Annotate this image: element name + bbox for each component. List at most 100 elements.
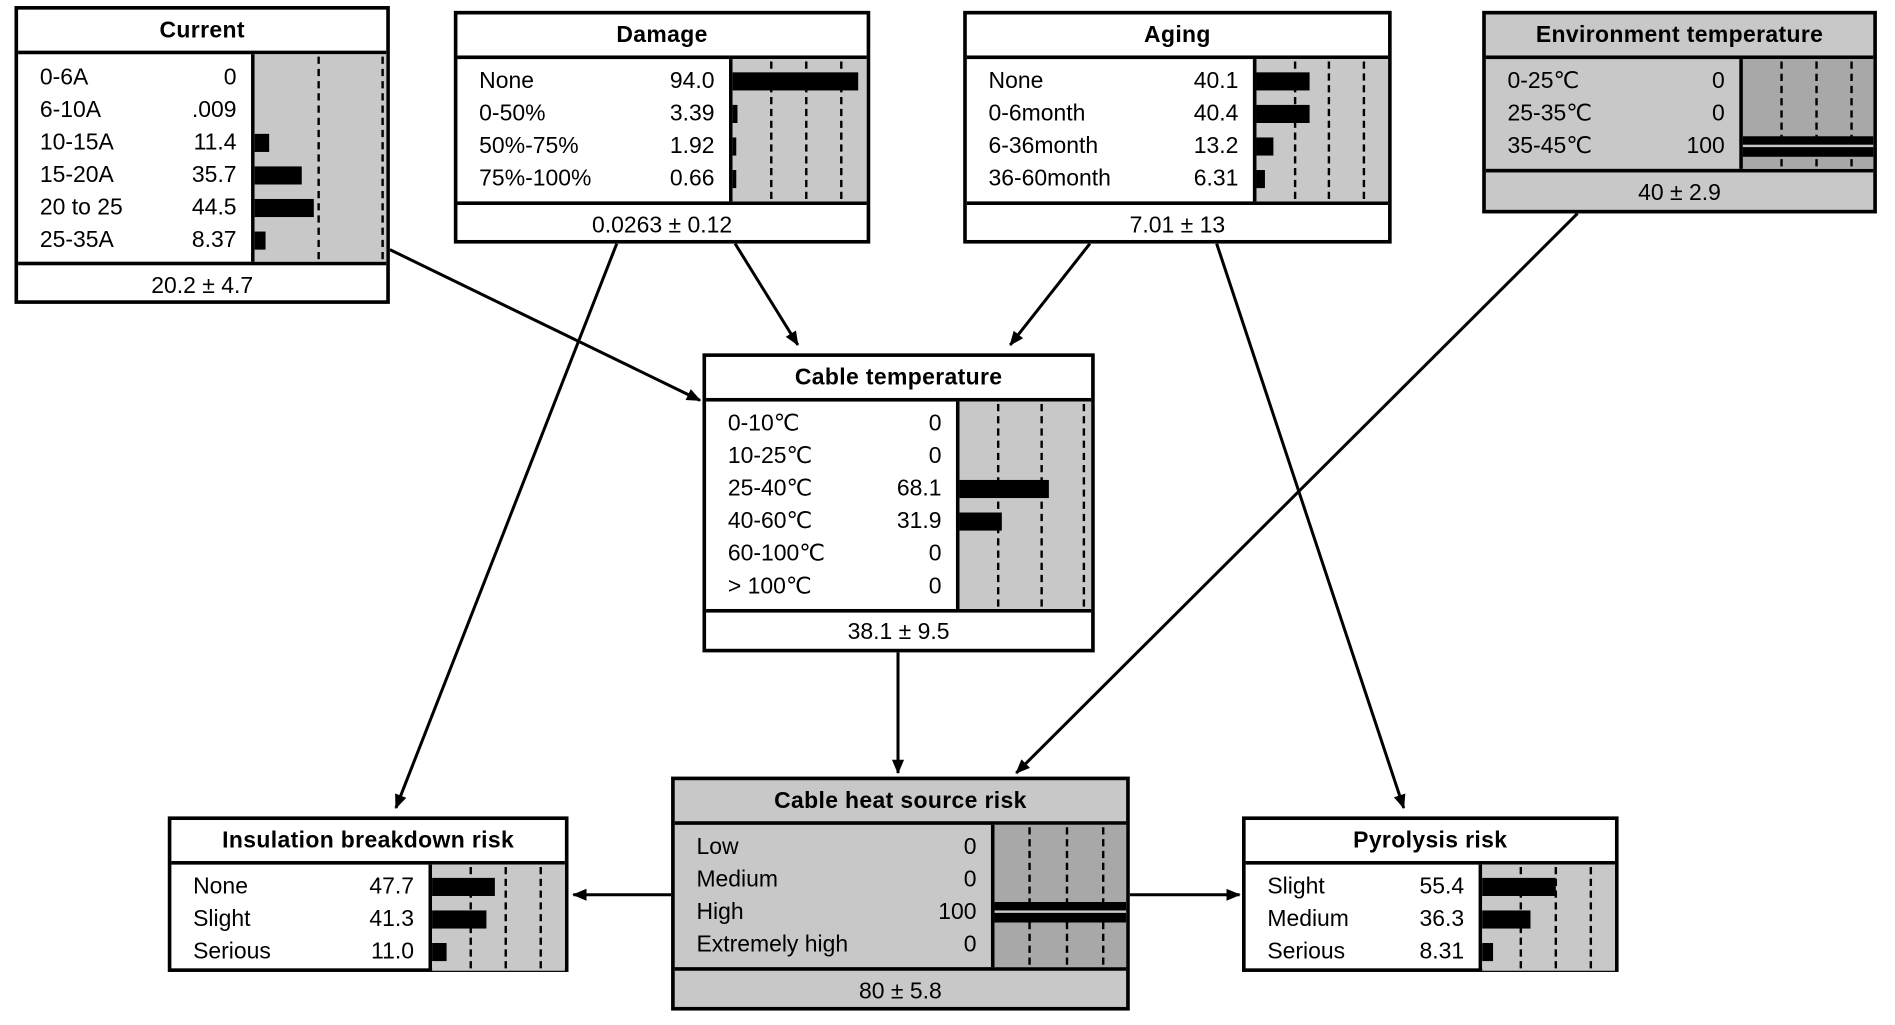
state-row[interactable]: 50%-75% 1.92 [457,130,729,163]
state-value: 0 [963,867,977,893]
gridline [1589,867,1593,969]
state-row[interactable]: Serious 11.0 [171,936,428,969]
state-row[interactable]: > 100℃ 0 [706,570,956,603]
state-value: 0 [928,541,942,567]
probability-chart [732,59,867,202]
node-title: Aging [966,14,1389,60]
edge-damage-to-insulation [394,243,619,810]
state-value: 47.7 [369,874,415,900]
state-label: 15-20A [39,162,114,189]
state-value: 1.92 [669,133,715,160]
state-value: 0 [1712,68,1725,95]
state-value: 0 [963,834,977,860]
gridline [1293,61,1297,199]
state-row[interactable]: Medium 0 [675,863,991,896]
state-label: None [988,68,1044,95]
edge-aging-to-cable-temp [1009,242,1092,346]
node-summary: 40 ± 2.9 [1638,180,1721,207]
node-title: Pyrolysis risk [1245,820,1615,865]
state-label: Medium [1267,906,1349,933]
state-row[interactable]: None 40.1 [967,65,1253,98]
gridline [1040,403,1043,607]
gridline [317,56,320,260]
state-value: 0 [223,65,237,91]
state-value: 8.31 [1419,939,1465,965]
state-value: 0 [928,411,942,437]
state-label: 0-10℃ [727,411,800,437]
state-value: 11.0 [371,939,415,965]
state-label: High [696,899,744,925]
node-title: Cable temperature [706,357,1092,402]
state-value: 40.1 [1193,68,1239,95]
state-value: 40.4 [1193,101,1239,127]
state-label: Serious [193,939,271,965]
gridline [840,61,843,199]
gridline [381,56,384,260]
state-label: 50%-75% [479,133,579,160]
state-value: 11.4 [193,130,237,156]
state-label: Medium [696,867,779,893]
edge-aging-to-pyrolysis [1215,243,1406,810]
node-summary: 0.0263 ± 0.12 [591,213,733,239]
gridline [1327,61,1331,199]
state-label: > 100℃ [727,574,812,600]
state-label: Slight [193,906,251,933]
probability-bar [254,198,314,218]
node-title: Insulation breakdown risk [171,820,565,865]
state-row[interactable]: 6-10A.009 [18,94,251,127]
node-title: Environment temperature [1485,14,1874,60]
node-title: Cable heat source risk [674,780,1127,825]
state-value: 8.37 [191,227,237,254]
probability-bar [1482,877,1556,896]
probability-bar [1256,104,1310,124]
state-value: 0 [928,574,942,600]
state-row[interactable]: 0-10℃ 0 [706,408,956,441]
state-row[interactable]: 75%-100%0.66 [457,163,729,196]
probability-bar [1742,136,1874,157]
state-value: 100 [1686,133,1725,160]
state-label: 75%-100% [479,166,592,192]
node-summary: 7.01 ± 13 [1129,213,1226,239]
probability-bar [1482,910,1531,929]
edge-env-temp-to-heat-risk [1015,212,1579,775]
state-value: 0 [1712,101,1725,127]
state-row[interactable]: 0-50%3.39 [457,98,729,131]
